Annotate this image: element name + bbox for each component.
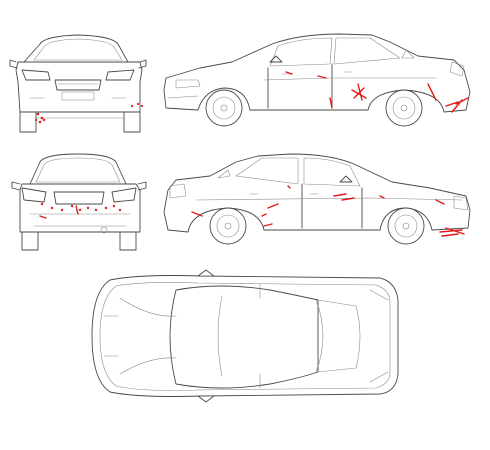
damage-left-side-panels — [191, 185, 465, 237]
damage-marks — [34, 71, 469, 237]
car-rear-view — [11, 153, 147, 251]
damage-right-side-panels — [285, 71, 469, 113]
damage-front-bumper-right — [130, 102, 144, 108]
damage-rear-bumper — [39, 202, 122, 219]
car-left-side-view — [163, 153, 471, 245]
car-top-view — [91, 269, 399, 403]
damage-front-bumper-left — [34, 112, 46, 124]
car-right-side-view — [163, 33, 471, 127]
car-front-view — [9, 34, 147, 133]
